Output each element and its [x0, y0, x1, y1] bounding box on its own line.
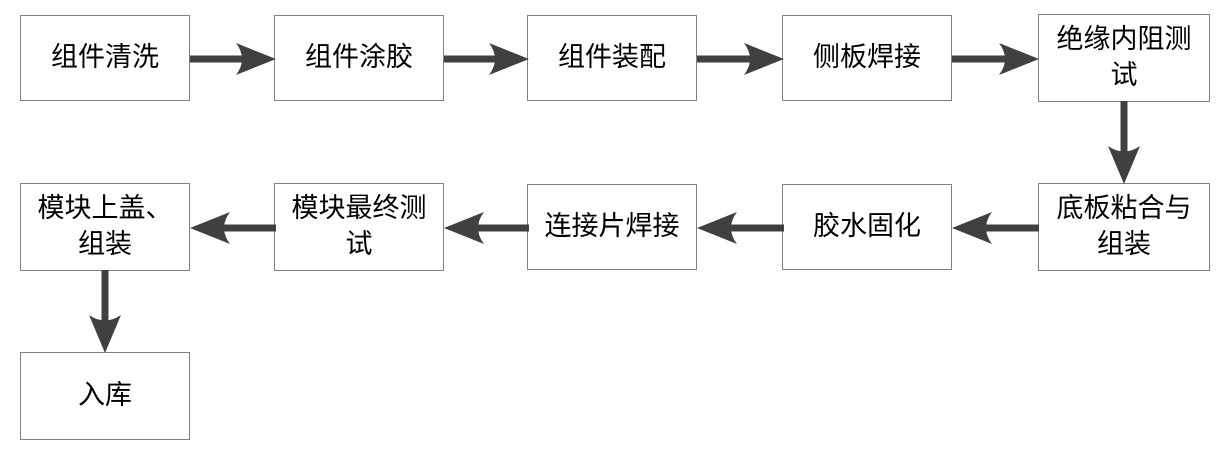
arrow-组件清洗-to-组件涂胶: [190, 43, 276, 75]
arrow-底板粘合与组装-to-胶水固化: [952, 212, 1039, 244]
process-node-连接片焊接[interactable]: 连接片焊接: [527, 184, 697, 270]
process-node-底板粘合与组装[interactable]: 底板粘合与 组装: [1038, 183, 1210, 271]
process-node-组件装配[interactable]: 组件装配: [527, 15, 697, 101]
arrow-连接片焊接-to-模块最终测试: [444, 212, 529, 244]
process-node-组件清洗[interactable]: 组件清洗: [20, 15, 190, 101]
process-node-入库[interactable]: 入库: [20, 352, 190, 440]
arrow-模块上盖组装-to-入库: [89, 270, 121, 353]
arrow-组件涂胶-to-组件装配: [444, 43, 529, 75]
process-node-侧板焊接[interactable]: 侧板焊接: [782, 15, 952, 101]
arrow-组件装配-to-侧板焊接: [697, 43, 784, 75]
process-node-模块最终测试[interactable]: 模块最终测 试: [274, 183, 444, 271]
arrow-模块最终测试-to-模块上盖组装: [190, 212, 276, 244]
process-node-模块上盖组装[interactable]: 模块上盖、 组装: [20, 183, 190, 271]
process-node-组件涂胶[interactable]: 组件涂胶: [274, 15, 444, 101]
arrow-绝缘内阻测试-to-底板粘合与组装: [1108, 101, 1140, 184]
process-node-绝缘内阻测试[interactable]: 绝缘内阻测 试: [1038, 14, 1210, 102]
arrow-胶水固化-to-连接片焊接: [697, 212, 784, 244]
process-node-胶水固化[interactable]: 胶水固化: [782, 184, 952, 270]
arrow-侧板焊接-to-绝缘内阻测试: [952, 43, 1039, 75]
